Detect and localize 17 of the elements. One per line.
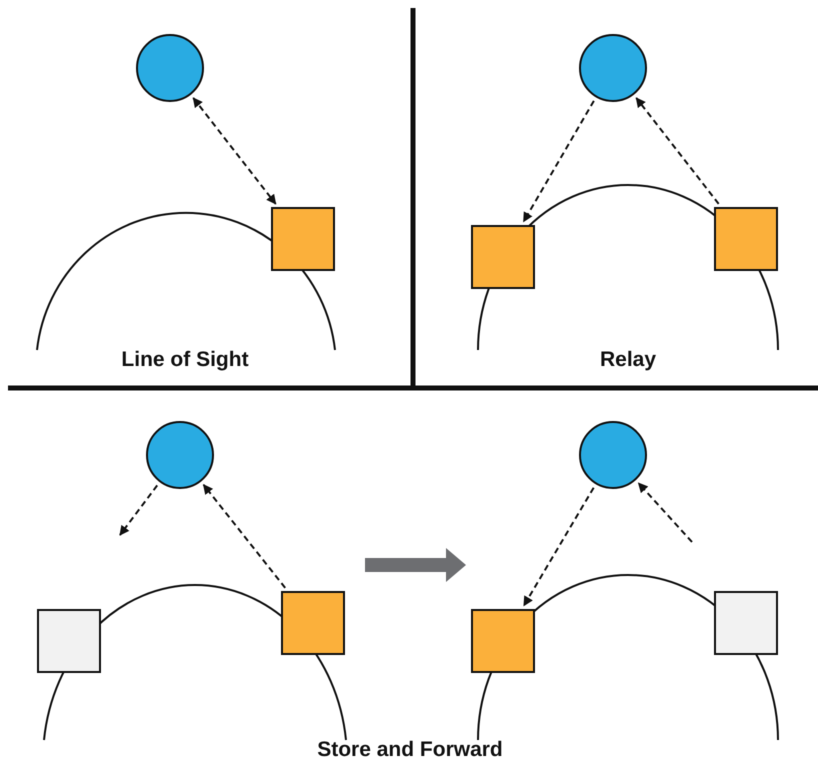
station-square xyxy=(471,609,535,673)
arrow xyxy=(202,484,286,588)
station-square xyxy=(714,207,778,271)
arrow xyxy=(638,482,693,543)
panel-caption: Relay xyxy=(600,348,656,372)
panel-caption: Store and Forward xyxy=(317,738,503,762)
arrow xyxy=(523,487,595,606)
arrow xyxy=(522,100,595,222)
station-square xyxy=(271,207,335,271)
station-square xyxy=(281,591,345,655)
arrow xyxy=(636,97,720,204)
arrow xyxy=(119,484,158,536)
station-square xyxy=(714,591,778,655)
panel-caption: Line of Sight xyxy=(121,348,249,372)
station-square xyxy=(471,225,535,289)
arrow xyxy=(192,97,276,205)
station-square xyxy=(37,609,101,673)
